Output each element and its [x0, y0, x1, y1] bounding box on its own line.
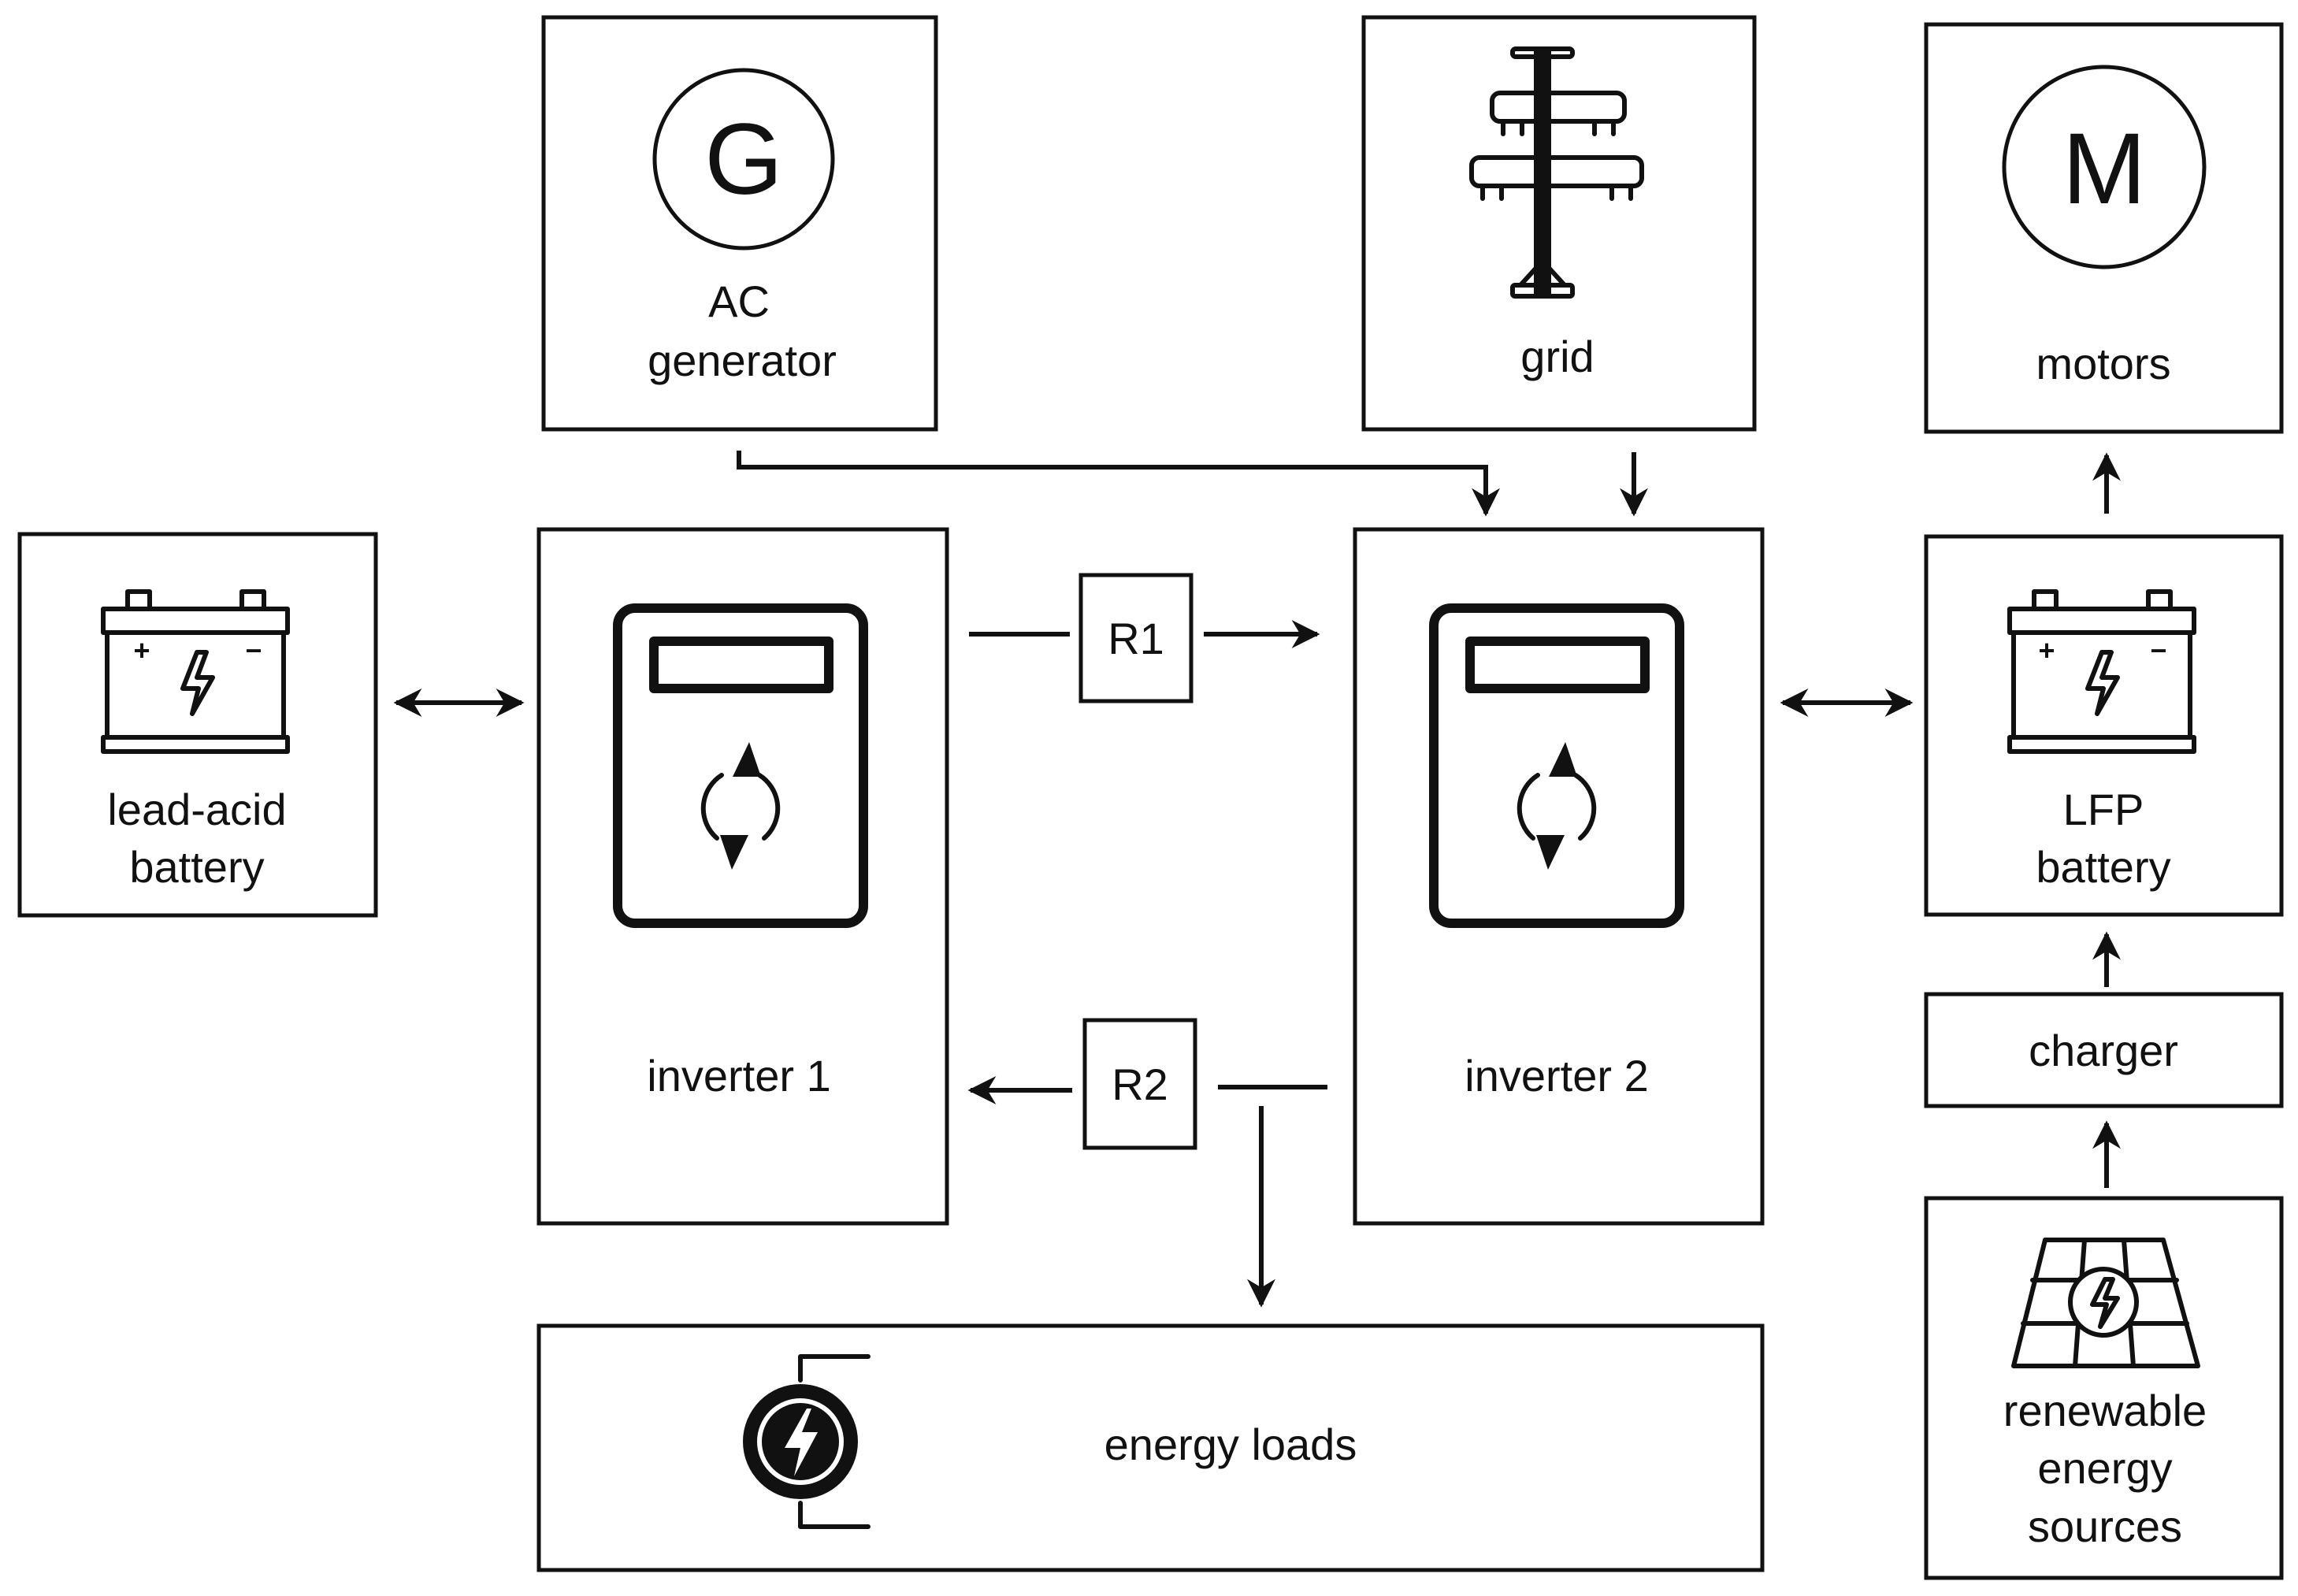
renewable-label-line2: energy: [2037, 1443, 2172, 1493]
lead-acid-battery-label-line1: lead-acid: [107, 785, 286, 834]
relay-r2[interactable]: R2: [1082, 1018, 1197, 1150]
lead-acid-battery-node[interactable]: + − lead-acid battery: [17, 532, 378, 918]
lfp-battery-node[interactable]: + − LFP battery: [1924, 534, 2284, 917]
lead-acid-battery-label-line2: battery: [129, 842, 264, 892]
relay-r1-label: R1: [1108, 614, 1164, 663]
relay-r1[interactable]: R1: [1078, 573, 1194, 703]
battery-icon: + −: [101, 589, 290, 754]
charger-label: charger: [2029, 1026, 2178, 1075]
inverter-1-label: inverter 1: [647, 1051, 830, 1100]
renewable-label-line1: renewable: [2003, 1386, 2207, 1435]
renewable-label-line3: sources: [2028, 1501, 2182, 1551]
generator-symbol: G: [704, 103, 783, 216]
solar-panel-icon: [2011, 1238, 2200, 1368]
battery-icon: + −: [2007, 589, 2196, 754]
inverter-icon: [613, 603, 868, 928]
battery-plus-sign: +: [133, 634, 150, 666]
ac-generator-node[interactable]: G AC generator: [541, 15, 938, 432]
motor-icon: M: [2002, 65, 2207, 269]
power-plug-icon: [743, 1354, 871, 1529]
motors-node[interactable]: M motors: [1924, 22, 2284, 434]
energy-loads-label: energy loads: [1104, 1420, 1357, 1469]
battery-plus-sign: +: [2038, 634, 2055, 666]
inverter-1-node[interactable]: inverter 1: [536, 527, 949, 1226]
connector-generator-to-inverter-2: [737, 451, 1500, 517]
lfp-battery-label-line1: LFP: [2063, 785, 2144, 834]
battery-minus-sign: −: [2150, 634, 2166, 666]
ac-generator-label-line1: AC: [708, 277, 770, 326]
generator-icon: G: [652, 68, 835, 251]
inverter-icon: [1429, 603, 1684, 928]
motor-symbol: M: [2062, 113, 2147, 225]
relay-r2-label: R2: [1112, 1060, 1168, 1109]
energy-loads-node[interactable]: energy loads: [536, 1323, 1765, 1572]
grid-label: grid: [1520, 332, 1594, 381]
inverter-2-label: inverter 2: [1465, 1051, 1648, 1100]
grid-node[interactable]: grid: [1361, 15, 1757, 432]
inverter-2-node[interactable]: inverter 2: [1353, 527, 1765, 1226]
ac-generator-label-line2: generator: [648, 336, 837, 385]
utility-pole-icon: [1469, 46, 1644, 299]
charger-node[interactable]: charger: [1924, 992, 2284, 1108]
motors-label: motors: [2036, 339, 2170, 388]
renewable-energy-sources-node[interactable]: renewable energy sources: [1924, 1196, 2284, 1580]
connectors: [393, 451, 2121, 1308]
lfp-battery-label-line2: battery: [2036, 842, 2170, 892]
battery-minus-sign: −: [245, 634, 262, 666]
